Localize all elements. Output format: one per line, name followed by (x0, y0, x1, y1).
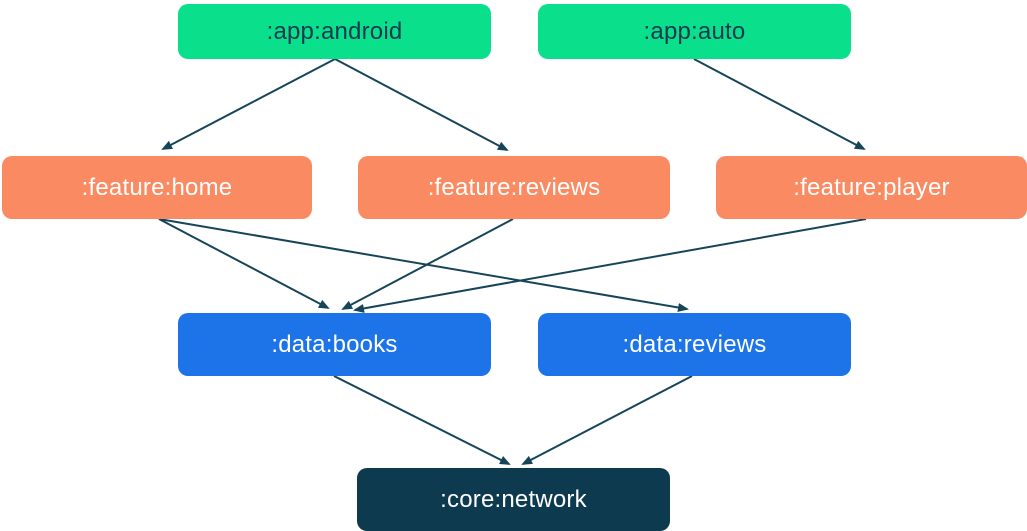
edge-data-reviews-to-core-network (521, 375, 693, 465)
node-feature-player: :feature:player (716, 156, 1027, 219)
edge-app-auto-to-feature-player (693, 58, 866, 150)
node-label: :app:android (266, 17, 403, 45)
node-label: :feature:player (793, 173, 950, 201)
edge-app-android-to-feature-reviews (334, 58, 509, 151)
node-label: :data:books (271, 330, 398, 358)
node-app-android: :app:android (178, 4, 491, 59)
edge-app-android-to-feature-home (161, 58, 336, 150)
node-label: :feature:reviews (427, 173, 601, 201)
node-label: :data:reviews (622, 330, 767, 358)
edge-data-books-to-core-network (333, 375, 511, 465)
node-app-auto: :app:auto (538, 4, 851, 59)
edge-feature-player-to-data-books (353, 218, 867, 313)
node-core-network: :core:network (357, 468, 670, 531)
edge-feature-reviews-to-data-books (341, 218, 514, 310)
node-label: :app:auto (643, 17, 746, 45)
node-data-reviews: :data:reviews (538, 313, 851, 376)
edge-feature-home-to-data-reviews (158, 218, 689, 312)
node-data-books: :data:books (178, 313, 491, 376)
node-label: :feature:home (81, 173, 233, 201)
node-feature-home: :feature:home (2, 156, 312, 219)
node-label: :core:network (440, 485, 587, 513)
edge-feature-home-to-data-books (158, 218, 330, 309)
node-feature-reviews: :feature:reviews (358, 156, 670, 219)
